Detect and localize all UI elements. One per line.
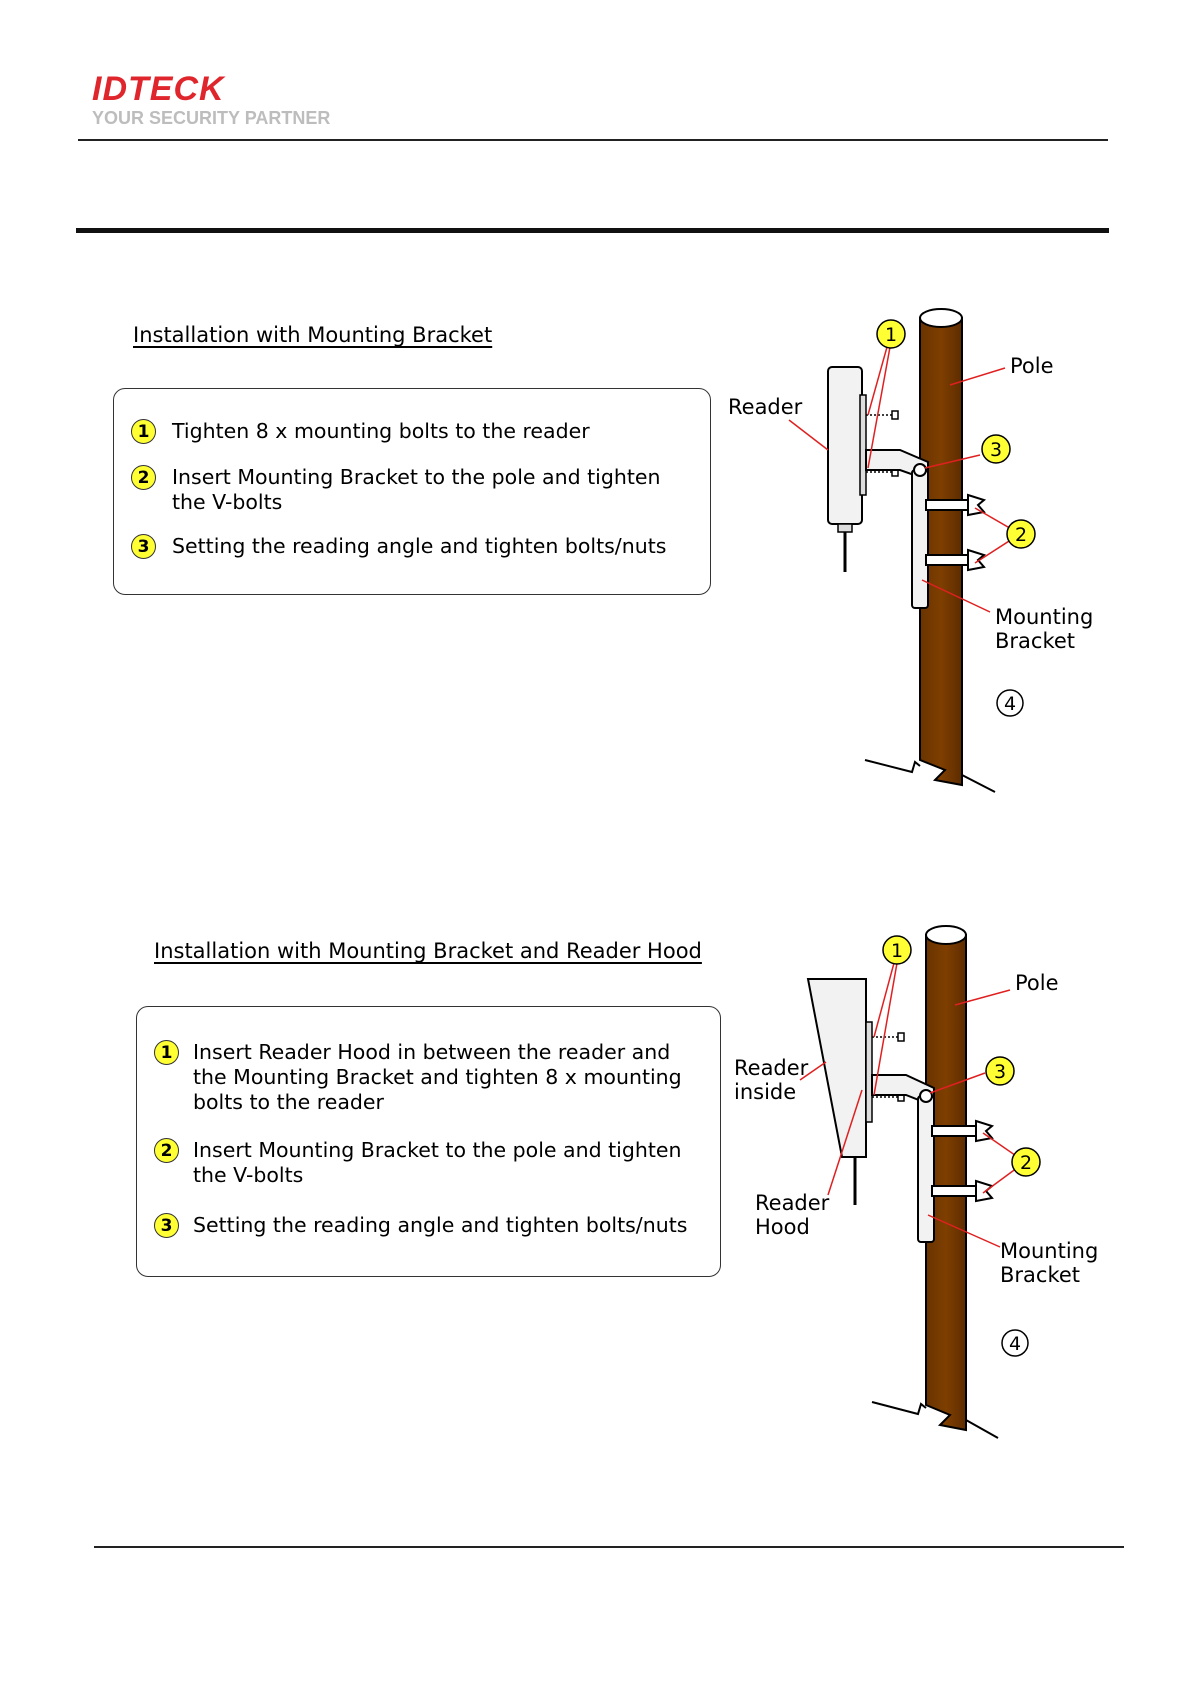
section1-step2-number: 2 — [131, 465, 156, 490]
title-divider — [76, 228, 1109, 233]
diagram1-v-bolts — [925, 493, 987, 572]
diagram1-label-reader: Reader — [728, 395, 803, 419]
diagram2-bracket — [871, 1074, 935, 1243]
diagram1-pole — [919, 308, 963, 787]
section2-step2-text: Insert Mounting Bracket to the pole and … — [193, 1138, 682, 1187]
svg-text:3: 3 — [994, 1061, 1006, 1083]
diagram1-bolts — [866, 414, 892, 473]
diagram2-callout-3: 3 — [985, 1056, 1015, 1086]
diagram2-v-bolts — [931, 1119, 995, 1203]
section1-step2-text: Insert Mounting Bracket to the pole and … — [172, 465, 661, 514]
svg-text:2: 2 — [1020, 1152, 1032, 1174]
diagram1-reader — [827, 366, 867, 572]
diagram2-callout-4: 4 — [1001, 1329, 1029, 1357]
diagram1-leaders — [788, 346, 1021, 613]
section1-step1-text: Tighten 8 x mounting bolts to the reader — [172, 419, 590, 443]
diagram2-reader-hood — [806, 978, 873, 1205]
section1-step3-text: Setting the reading angle and tighten bo… — [172, 534, 667, 558]
svg-text:3: 3 — [990, 439, 1002, 461]
section2-step3-number: 3 — [154, 1213, 179, 1238]
diagram2-callout-1: 1 — [882, 935, 912, 965]
section1-steps-box — [113, 388, 711, 595]
section2-step2-number: 2 — [154, 1138, 179, 1163]
section1-step3-number: 3 — [131, 534, 156, 559]
diagram1-bracket — [865, 449, 929, 609]
section2-step3-text: Setting the reading angle and tighten bo… — [193, 1213, 688, 1237]
diagram1-label-bracket-2: Bracket — [995, 629, 1075, 653]
diagram1-callout-2: 2 — [1006, 519, 1036, 549]
diagram1-ground — [864, 759, 996, 793]
logo-wordmark: IDTECK — [92, 70, 225, 108]
diagram1-callout-3: 3 — [981, 434, 1011, 464]
diagram1-label-pole: Pole — [1010, 354, 1054, 378]
diagram1-label-bracket-1: Mounting — [995, 605, 1093, 629]
diagram1-callout-1: 1 — [876, 319, 906, 349]
diagram2-label-reader-2: inside — [734, 1080, 796, 1104]
section2-step1-text: Insert Reader Hood in between the reader… — [193, 1040, 682, 1114]
diagram2-label-bracket-2: Bracket — [1000, 1263, 1080, 1287]
svg-text:1: 1 — [891, 940, 903, 962]
footer-divider — [94, 1546, 1124, 1548]
diagram2-label-hood-2: Hood — [755, 1215, 810, 1239]
diagram2-label-bracket-1: Mounting — [1000, 1239, 1098, 1263]
diagram2-label-hood-1: Reader — [755, 1191, 830, 1215]
svg-text:4: 4 — [1004, 693, 1016, 715]
diagram1-callout-4: 4 — [996, 689, 1024, 717]
diagram2-label-pole: Pole — [1015, 971, 1059, 995]
svg-text:4: 4 — [1009, 1333, 1021, 1355]
section2-title: Installation with Mounting Bracket and R… — [154, 939, 702, 963]
section1-title: Installation with Mounting Bracket — [133, 323, 493, 347]
section1-step1-number: 1 — [131, 419, 156, 444]
diagram2-ground — [871, 1401, 999, 1439]
diagram2-bolts — [872, 1036, 898, 1098]
company-logo: IDTECK YOUR SECURITY PARTNER — [92, 72, 330, 129]
svg-text:1: 1 — [885, 324, 897, 346]
logo-tagline: YOUR SECURITY PARTNER — [92, 108, 331, 128]
section2-step1-number: 1 — [154, 1040, 179, 1065]
header-divider — [78, 139, 1108, 141]
diagram2-callout-2: 2 — [1011, 1147, 1041, 1177]
diagram2-pole — [925, 925, 967, 1432]
svg-text:2: 2 — [1015, 524, 1027, 546]
section2-steps-box — [136, 1006, 721, 1277]
diagram2-label-reader-1: Reader — [734, 1056, 809, 1080]
